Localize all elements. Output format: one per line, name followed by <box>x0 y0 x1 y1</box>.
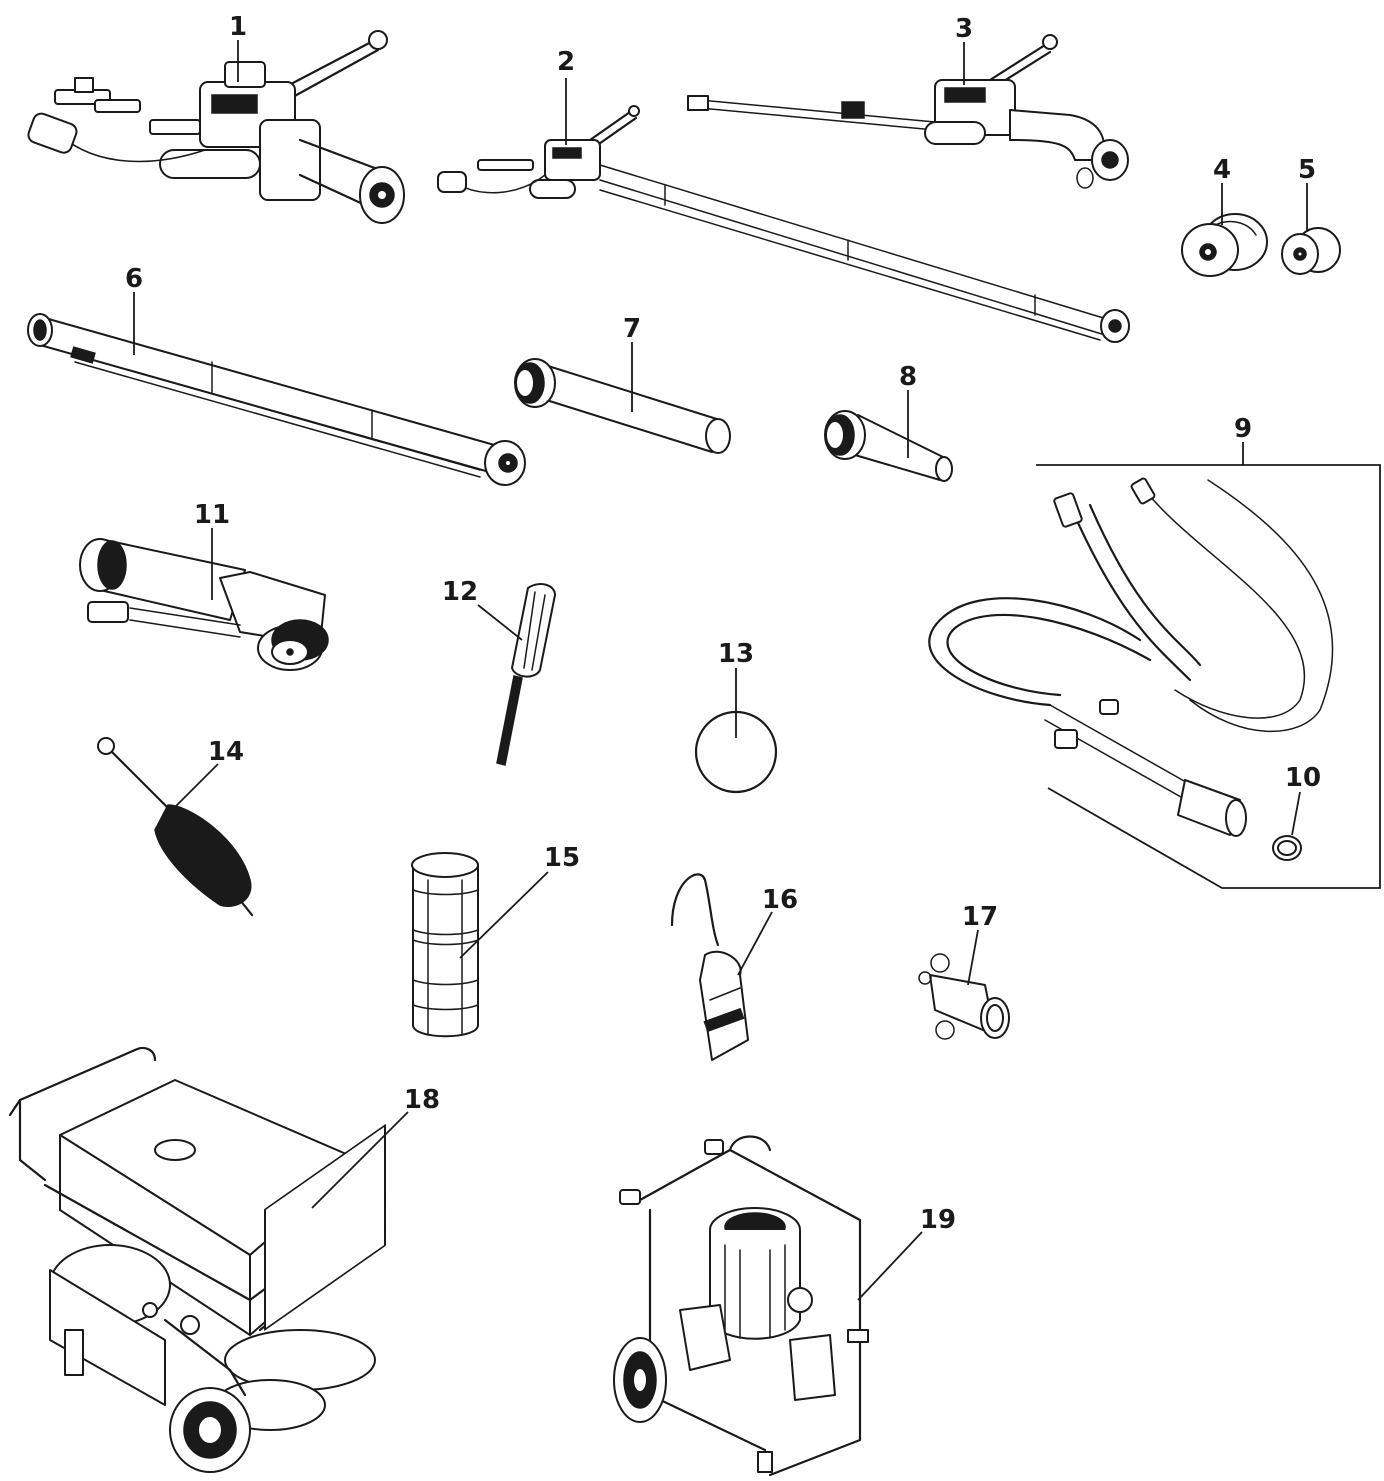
part-18-compressor <box>8 1046 387 1473</box>
leader-12 <box>477 604 523 641</box>
part-5-nozzle-cap <box>1281 227 1341 275</box>
leader-10 <box>1291 791 1301 836</box>
part-11-angle-head <box>79 538 329 671</box>
callout-10: 10 <box>1285 763 1321 793</box>
callout-15: 15 <box>544 843 580 873</box>
part-8-tapered-nozzle <box>824 410 953 482</box>
leader-16 <box>737 911 773 976</box>
part-2-extended-gun <box>437 105 1130 343</box>
leader-15 <box>459 871 549 959</box>
callout-8: 8 <box>899 362 917 392</box>
callout-11: 11 <box>194 500 230 530</box>
part-12-handle-tool <box>496 583 556 766</box>
leader-18 <box>311 1111 409 1209</box>
part-6-extension-pipe <box>27 313 526 486</box>
part-17-coupling <box>918 953 1010 1040</box>
callout-2: 2 <box>557 47 575 77</box>
leader-19 <box>857 1231 923 1301</box>
part-1-spray-gun <box>27 30 405 224</box>
callout-13: 13 <box>718 639 754 669</box>
part-10-oring <box>1272 835 1302 861</box>
callout-1: 1 <box>229 12 247 42</box>
part-16-hook-strap <box>670 873 749 1061</box>
leader-14 <box>169 763 219 813</box>
callout-6: 6 <box>125 264 143 294</box>
callout-16: 16 <box>762 885 798 915</box>
part-7-straight-nozzle <box>514 358 731 454</box>
callout-9: 9 <box>1234 414 1252 444</box>
part-15-spray-can <box>411 852 479 1038</box>
part-14-cleaning-brush <box>97 737 254 917</box>
callout-19: 19 <box>920 1205 956 1235</box>
callout-17: 17 <box>962 902 998 932</box>
part-3-angled-gun <box>687 34 1129 189</box>
part-4-nozzle-nut <box>1181 213 1268 277</box>
callout-5: 5 <box>1298 155 1316 185</box>
callout-12: 12 <box>442 577 478 607</box>
callout-14: 14 <box>208 737 244 767</box>
part-19-pump-unit <box>613 1135 869 1477</box>
callout-18: 18 <box>404 1085 440 1115</box>
leader-17 <box>967 929 979 986</box>
callout-7: 7 <box>623 314 641 344</box>
callout-4: 4 <box>1213 155 1231 185</box>
callout-3: 3 <box>955 14 973 44</box>
part-9-hose-set <box>928 442 1381 889</box>
